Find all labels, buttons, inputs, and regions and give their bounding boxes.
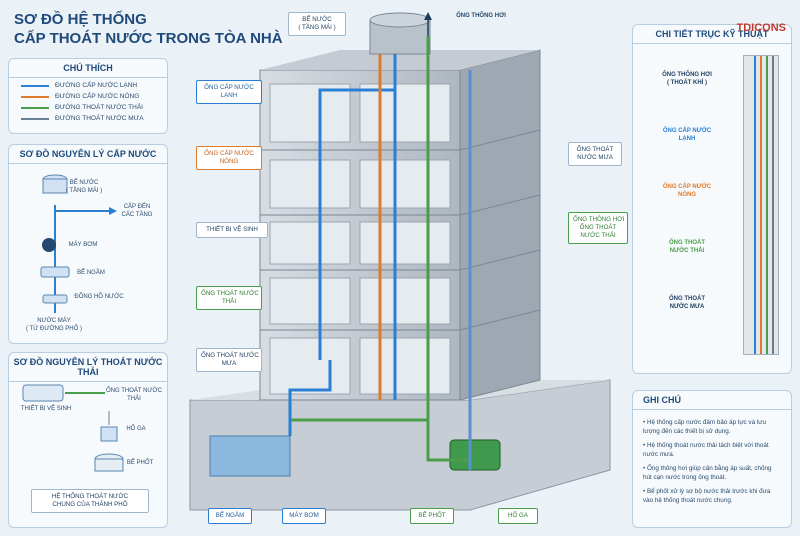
detail-item-label: ỐNG CẤP NƯỚC NÓNG	[662, 184, 712, 198]
building-illustration	[189, 12, 611, 511]
legend-label: ĐƯỜNG CẤP NƯỚC LẠNH	[55, 82, 138, 89]
fixtures-label: THIẾT BỊ VỆ SINH	[196, 222, 268, 238]
legend-list: ĐƯỜNG CẤP NƯỚC LẠNH ĐƯỜNG CẤP NƯỚC NÓNG ĐƯ…	[9, 82, 167, 122]
legend-heading: CHÚ THÍCH	[9, 59, 167, 78]
vent-waste-right-label: ỐNG THÔNG HƠI ỐNG THOÁT NƯỚC THẢI	[568, 212, 628, 244]
city-drain-label: HỆ THỐNG THOÁT NƯỚC CHUNG CỦA THÀNH PHỐ	[31, 489, 149, 513]
drain-panel: SƠ ĐỒ NGUYÊN LÝ THOÁT NƯỚC THẢI THIẾT BỊ…	[8, 352, 168, 528]
notes-panel: GHI CHÚ • Hệ thống cấp nước đảm bảo áp l…	[632, 390, 792, 528]
legend-swatch	[21, 95, 49, 98]
vent-top-label: ỐNG THÔNG HƠI	[456, 13, 506, 19]
meter-label: ĐỒNG HỒ NƯỚC	[74, 294, 124, 300]
notes-heading: GHI CHÚ	[633, 391, 791, 410]
legend-item: ĐƯỜNG THOÁT NƯỚC THẢI	[21, 104, 155, 111]
supply-floors-label: CẤP ĐẾN CÁC TẦNG	[121, 204, 153, 218]
drain-manhole-label: HỐ GA	[126, 426, 146, 432]
bottom-manhole-label: HỐ GA	[498, 508, 538, 524]
drain-septic-label: BỂ PHỐT	[126, 460, 154, 466]
note-item: • Bể phốt xử lý sơ bộ nước thải trước kh…	[643, 488, 771, 504]
underground-tank-label: BỂ NGẦM	[77, 270, 105, 276]
page-title: SƠ ĐỒ HỆ THỐNG CẤP THOÁT NƯỚC TRONG TÒA …	[14, 10, 283, 48]
logo-text: TDICONS	[736, 22, 787, 34]
brand-logo: TDICONS	[737, 22, 787, 34]
legend-item: ĐƯỜNG CẤP NƯỚC LẠNH	[21, 82, 155, 89]
hot-pipe-label: ỐNG CẤP NƯỚC NÓNG	[196, 146, 262, 170]
note-item: • Ống thông hơi giúp cân bằng áp suất, c…	[643, 465, 772, 481]
bottom-septic-label: BỂ PHỐT	[410, 508, 454, 524]
supply-flow-diagram	[40, 174, 117, 313]
legend-label: ĐƯỜNG THOÁT NƯỚC MƯA	[55, 115, 144, 122]
detail-heading: CHI TIẾT TRỤC KỸ THUẬT	[633, 25, 791, 44]
cold-pipe-label: ỐNG CẤP NƯỚC LẠNH	[196, 80, 262, 104]
notes-list: • Hệ thống cấp nước đảm bảo áp lực và lư…	[633, 410, 791, 518]
supply-heading: SƠ ĐỒ NGUYÊN LÝ CẤP NƯỚC	[9, 145, 167, 164]
supply-tank-label: BỂ NƯỚC ( TẦNG MÁI )	[65, 180, 103, 194]
note-item: • Hệ thống cấp nước đảm bảo áp lực và lư…	[643, 419, 766, 435]
note-item: • Hệ thống thoát nước thải tách biệt với…	[643, 442, 769, 458]
title-line-1: SƠ ĐỒ HỆ THỐNG	[14, 11, 147, 28]
detail-panel: CHI TIẾT TRỤC KỸ THUẬT ỐNG THÔNG HƠI ( T…	[632, 24, 792, 374]
detail-item-label: ỐNG CẤP NƯỚC LẠNH	[662, 128, 712, 142]
rain-pipe-left-label: ỐNG THOÁT NƯỚC MƯA	[196, 348, 262, 372]
supply-panel: SƠ ĐỒ NGUYÊN LÝ CẤP NƯỚC BỂ NƯỚC ( TẦNG …	[8, 144, 168, 344]
legend-label: ĐƯỜNG CẤP NƯỚC NÓNG	[55, 93, 140, 100]
legend-swatch	[21, 84, 49, 87]
legend-item: ĐƯỜNG CẤP NƯỚC NÓNG	[21, 93, 155, 100]
legend-swatch	[21, 117, 49, 120]
source-label: NƯỚC MÁY ( TỪ ĐƯỜNG PHỐ )	[26, 318, 82, 332]
drain-fixtures-label: THIẾT BỊ VỆ SINH	[20, 406, 72, 412]
bottom-tank-label: BỂ NGẦM	[208, 508, 252, 524]
bottom-pump-label: MÁY BƠM	[282, 508, 326, 524]
legend-swatch	[21, 106, 49, 109]
roof-tank-label: BỂ NƯỚC ( TẦNG MÁI )	[288, 12, 346, 36]
detail-shaft	[743, 55, 779, 355]
drain-flow-diagram	[22, 384, 124, 472]
detail-item-label: ỐNG THOÁT NƯỚC MƯA	[669, 296, 705, 310]
detail-item-label: ỐNG THÔNG HƠI ( THOÁT KHÍ )	[662, 72, 712, 86]
drain-pipe-label: ỐNG THOÁT NƯỚC THẢI	[105, 388, 163, 402]
legend-item: ĐƯỜNG THOÁT NƯỚC MƯA	[21, 115, 155, 122]
detail-item-label: ỐNG THOÁT NƯỚC THẢI	[669, 240, 705, 254]
legend-label: ĐƯỜNG THOÁT NƯỚC THẢI	[55, 104, 143, 111]
drain-heading: SƠ ĐỒ NGUYÊN LÝ THOÁT NƯỚC THẢI	[9, 353, 167, 382]
title-line-2: CẤP THOÁT NƯỚC TRONG TÒA NHÀ	[14, 30, 283, 47]
pump-label: MÁY BƠM	[68, 242, 98, 248]
rain-pipe-right-label: ỐNG THOÁT NƯỚC MƯA	[568, 142, 622, 166]
waste-pipe-label: ỐNG THOÁT NƯỚC THẢI	[196, 286, 262, 310]
